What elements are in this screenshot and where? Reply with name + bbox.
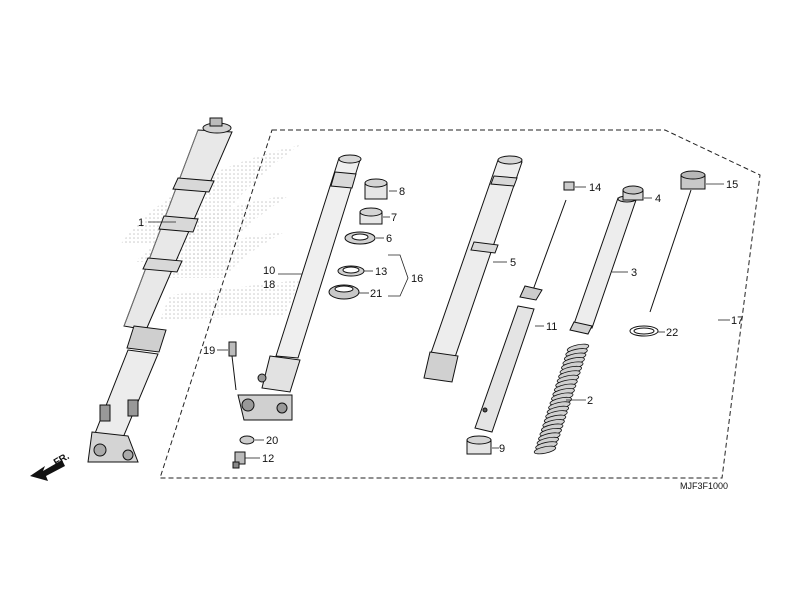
bushing-9 (466, 435, 492, 455)
label-6: 6 (386, 233, 392, 245)
fork-spring (533, 343, 590, 455)
nut-14 (563, 181, 575, 191)
label-10: 10 (263, 265, 275, 277)
o-ring-22 (629, 325, 659, 337)
label-18: 18 (263, 279, 275, 291)
spacer-pipe (569, 195, 637, 335)
label-13: 13 (375, 266, 387, 278)
label-8: 8 (399, 186, 405, 198)
label-20: 20 (266, 435, 278, 447)
label-21: 21 (370, 288, 382, 300)
inner-tube (423, 155, 523, 383)
label-5: 5 (510, 257, 516, 269)
fork-bolt-15 (649, 170, 706, 313)
label-22: 22 (666, 327, 678, 339)
arrow-fr-icon (30, 460, 65, 481)
label-12: 12 (262, 453, 274, 465)
label-15: 15 (726, 179, 738, 191)
bolt-12 (232, 451, 246, 469)
label-1: 1 (138, 217, 144, 229)
exploded-view-frame (159, 129, 761, 479)
outer-tube (237, 154, 362, 421)
spring-seat-4 (622, 185, 644, 201)
clip-13 (337, 265, 365, 277)
bushing-8 (364, 178, 388, 200)
washer-6 (344, 231, 376, 245)
leader-lines (148, 183, 730, 459)
damper-cartridge (474, 199, 567, 433)
label-2: 2 (587, 395, 593, 407)
label-3: 3 (631, 267, 637, 279)
washer-20 (239, 435, 255, 445)
label-17: 17 (731, 315, 743, 327)
label-4: 4 (655, 193, 661, 205)
label-19: 19 (203, 345, 215, 357)
part-number-labels: 1 2 3 4 5 6 7 8 9 10 11 12 13 14 15 16 1… (138, 179, 743, 465)
label-11: 11 (546, 321, 557, 333)
label-16: 16 (411, 273, 423, 285)
label-7: 7 (391, 212, 397, 224)
bushing-7 (359, 207, 383, 225)
assembled-fork (87, 117, 233, 463)
label-9: 9 (499, 443, 505, 455)
diagram-code: MJF3F1000 (680, 481, 728, 491)
direction-label: FR. (52, 451, 72, 469)
seal-21 (328, 284, 360, 300)
label-14: 14 (589, 182, 601, 194)
spring-coil (533, 445, 557, 455)
bolt-19 (228, 341, 237, 391)
